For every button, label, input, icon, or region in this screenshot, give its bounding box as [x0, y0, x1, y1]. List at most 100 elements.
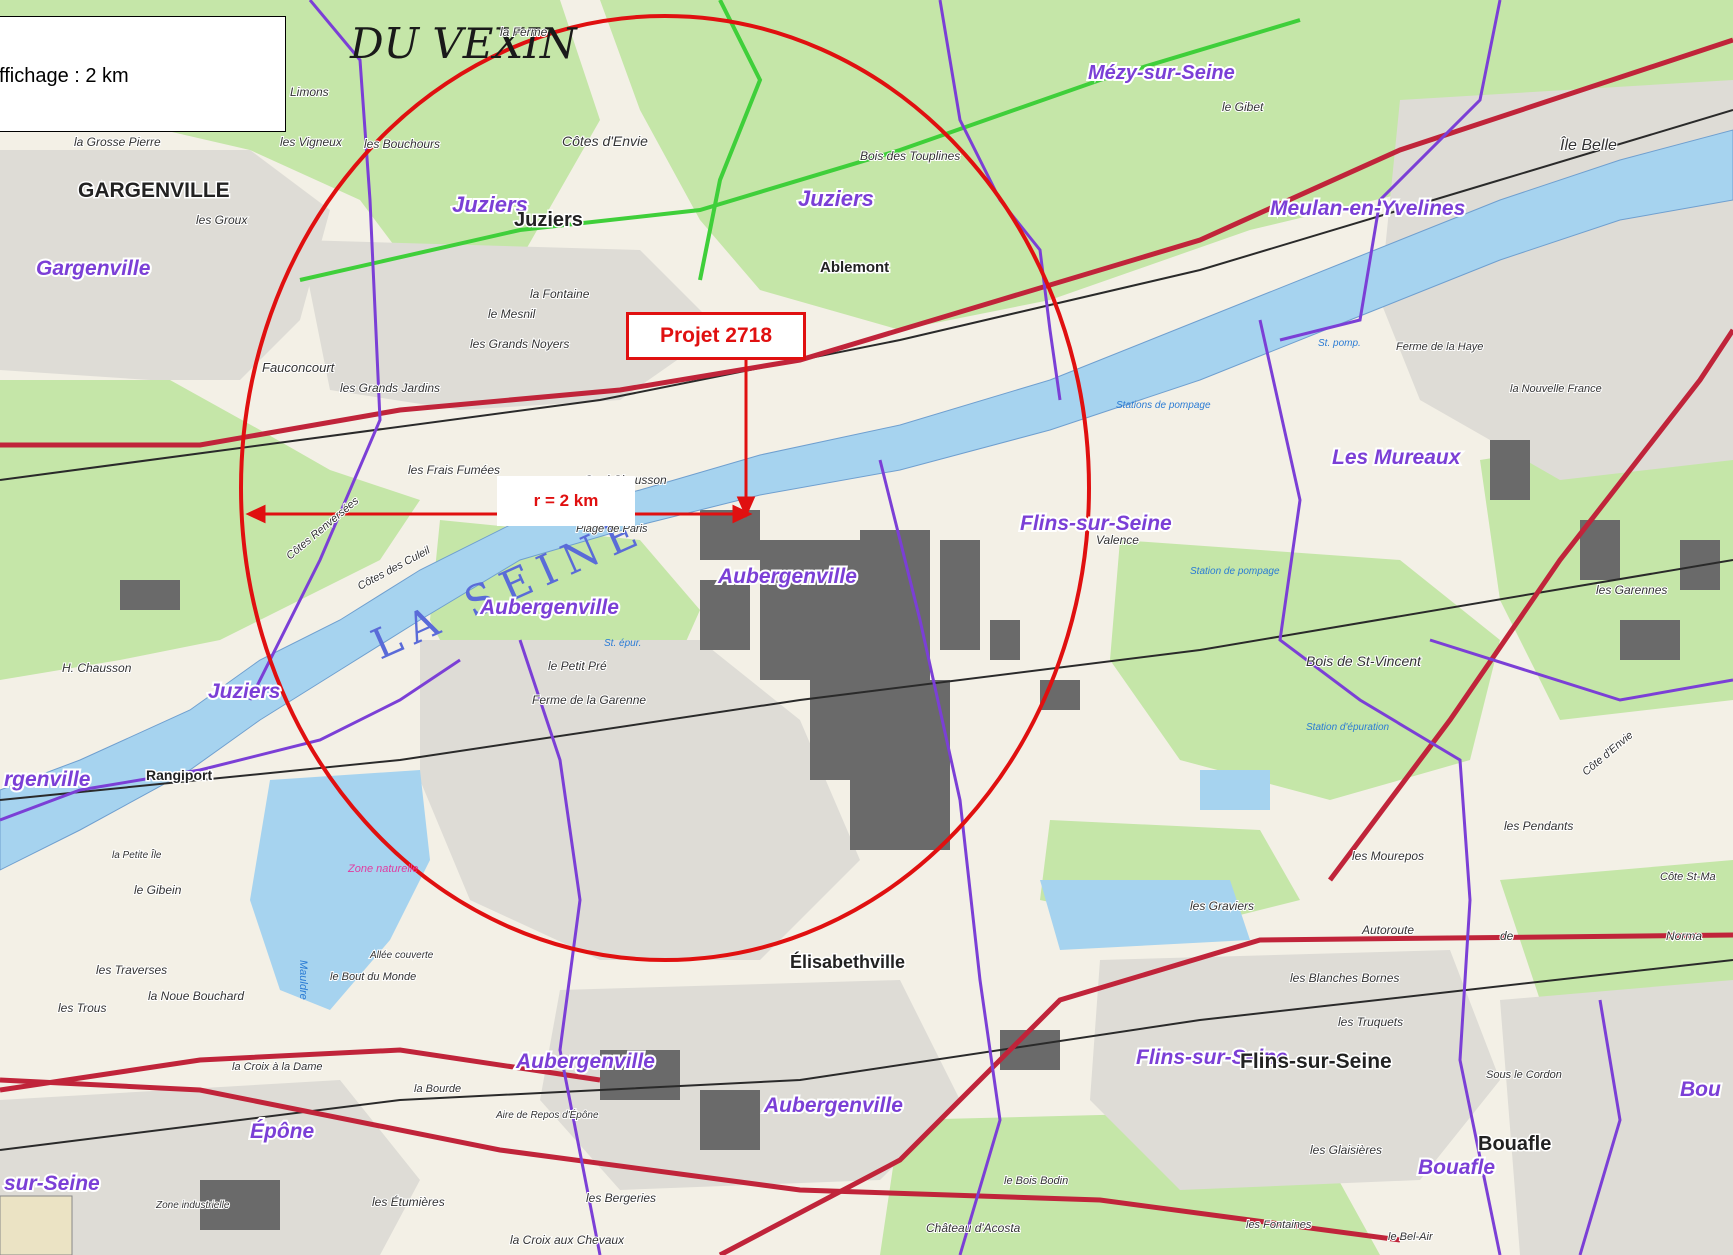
place-label: les Garennes: [1596, 583, 1667, 597]
town-label: GARGENVILLE: [78, 179, 230, 202]
place-label: le Gibein: [134, 883, 182, 897]
commune-label: Aubergenville: [763, 1094, 903, 1117]
place-label: la Noue Bouchard: [148, 989, 244, 1003]
place-label: les Glaisières: [1310, 1143, 1382, 1157]
town-label: Bouafle: [1478, 1133, 1551, 1155]
commune-label: Aubergenville: [515, 1050, 655, 1073]
facility-label: St. épur.: [604, 638, 641, 649]
place-label: Allée couverte: [369, 950, 434, 961]
place-label: la Croix aux Chevaux: [510, 1233, 625, 1247]
commune-label: rgenville: [4, 768, 91, 791]
place-label: Zone industrielle: [155, 1200, 230, 1211]
place-label: Norma: [1666, 929, 1702, 943]
project-label: Projet 2718: [659, 324, 773, 347]
place-label: la Bourde: [414, 1083, 461, 1095]
place-label: les Frais Fumées: [408, 463, 500, 477]
place-label: Ferme de la Garenne: [532, 693, 646, 707]
commune-label: sur-Seine: [4, 1172, 100, 1195]
town-label: Élisabethville: [790, 951, 905, 972]
commune-label: Aubergenville: [717, 565, 857, 588]
facility-label: St. pomp.: [1318, 338, 1361, 349]
commune-label: Juziers: [798, 186, 874, 211]
facility-label: Zone naturelle: [347, 863, 418, 875]
place-label: Château d'Acosta: [926, 1221, 1021, 1235]
place-label: la Petite Île: [112, 848, 162, 861]
place-label: les Trous: [58, 1001, 106, 1015]
project-radius-circle: [239, 14, 1091, 962]
facility-label: Mauldre: [297, 960, 309, 1000]
place-label: les Bergeries: [586, 1191, 656, 1205]
project-label-box: Projet 2718: [626, 312, 806, 360]
place-label: le Bois Bodin: [1004, 1175, 1068, 1187]
commune-labels: Mézy-sur-Seine Juziers Juziers Meulan-en…: [2, 60, 1723, 1197]
place-label: Bois de St-Vincent: [1306, 653, 1422, 669]
place-label: les Mourepos: [1352, 849, 1424, 863]
industrial-buildings: [120, 440, 1720, 1230]
commune-label: Épône: [250, 1120, 314, 1143]
commune-label: Flins-sur-Seine: [1136, 1046, 1288, 1069]
place-label: le Bel-Air: [1388, 1231, 1434, 1243]
place-label: le Bout du Monde: [330, 971, 416, 983]
town-label: Rangiport: [146, 767, 212, 783]
railways: [0, 109, 1733, 1151]
place-label: les Traverses: [96, 963, 167, 977]
town-labels: GARGENVILLE Juziers Ablemont Élisabethvi…: [77, 178, 1553, 1157]
place-label: la Nouvelle France: [1510, 383, 1602, 395]
place-label: Côte St-Ma: [1660, 871, 1716, 883]
place-label: la Grosse Pierre: [74, 135, 161, 149]
radius-label-box: r = 2 km: [497, 476, 635, 526]
place-label: le Gibet: [1222, 100, 1264, 114]
region-label: DU VEXIN: [349, 19, 578, 68]
place-label: les Groux: [196, 213, 248, 227]
facility-label: Stations de pompage: [1116, 400, 1211, 411]
urban-areas: [0, 80, 1733, 1255]
facility-labels: St. pomp. Station de pompage Stations de…: [297, 338, 1390, 1000]
place-label: Aire de Repos d'Épône: [495, 1108, 599, 1121]
radius-label: r = 2 km: [533, 491, 599, 510]
place-label: Ferme de la Haye: [1396, 341, 1483, 353]
place-label: les Étumières: [372, 1194, 445, 1209]
place-label: les Graviers: [1190, 899, 1254, 913]
place-label: les Truquets: [1338, 1015, 1403, 1029]
commune-label: Mézy-sur-Seine: [1088, 62, 1235, 84]
place-label: les Grands Noyers: [470, 337, 569, 351]
commune-label: Juziers: [208, 680, 280, 703]
scale-label: ffichage : 2 km: [0, 65, 129, 87]
town-label: Flins-sur-Seine: [1240, 1050, 1392, 1073]
place-label: Côtes d'Envie: [562, 133, 648, 149]
place-label: Valence: [1096, 533, 1139, 547]
place-label: Fauconcourt: [262, 360, 336, 375]
place-label: Limons: [290, 85, 329, 99]
facility-label: Station de pompage: [1190, 566, 1280, 577]
place-label: les Blanches Bornes: [1290, 971, 1399, 985]
place-label: les Grands Jardins: [340, 381, 440, 395]
place-label: les Bouchours: [364, 137, 440, 151]
commune-label: Gargenville: [36, 257, 151, 280]
commune-label: Juziers: [452, 192, 528, 217]
map-corner-patch: [0, 1195, 73, 1255]
place-label: Autoroute: [1361, 923, 1414, 937]
place-label: H. Chausson: [62, 661, 132, 675]
place-label: Île Belle: [1560, 135, 1617, 154]
place-label: Bois des Touplines: [860, 149, 960, 163]
place-label: le Petit Pré: [548, 659, 607, 673]
river-seine: [0, 129, 1733, 871]
green-trails: [299, 0, 1301, 282]
place-label: le Mesnil: [488, 307, 536, 321]
commune-label: Bouafle: [1418, 1156, 1495, 1179]
place-label: la Ferme: [500, 25, 548, 39]
place-label: les Vigneux: [280, 135, 343, 149]
lakes: [250, 770, 1270, 1010]
place-label: Sous le Cordon: [1486, 1069, 1562, 1081]
town-label: Ablemont: [820, 259, 889, 276]
place-label: la Fontaine: [530, 287, 590, 301]
main-roads: [0, 37, 1733, 1255]
scale-legend-box: ffichage : 2 km: [0, 16, 286, 132]
place-label: de: [1500, 929, 1514, 943]
facility-label: Station d'épuration: [1306, 722, 1390, 733]
place-label: les Pendants: [1504, 819, 1573, 833]
commune-label: Meulan-en-Yvelines: [1270, 197, 1465, 220]
commune-label: Les Mureaux: [1332, 446, 1462, 469]
